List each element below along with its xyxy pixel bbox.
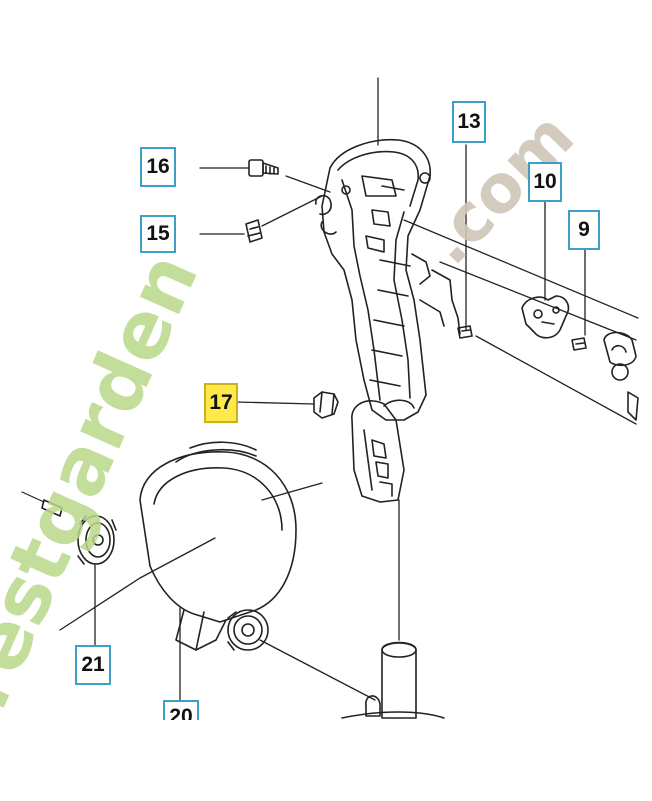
left-rod <box>41 499 63 517</box>
bottom-shaft <box>341 641 445 719</box>
part-21-knob <box>77 515 117 565</box>
callout-10-label: 10 <box>533 170 557 193</box>
callout-13: 13 <box>452 101 486 143</box>
callout-10: 10 <box>528 162 562 202</box>
part-10-lever <box>521 295 570 339</box>
callout-21: 21 <box>75 645 111 685</box>
leader-lines <box>21 77 639 701</box>
callout-16-label: 16 <box>146 155 170 178</box>
part-17-nut <box>313 391 339 419</box>
part-9-screw <box>571 337 587 351</box>
callout-9: 9 <box>568 210 600 250</box>
handle-housing <box>315 138 461 421</box>
callout-13-label: 13 <box>457 110 481 133</box>
callout-20: 20 <box>163 700 199 720</box>
callout-15-label: 15 <box>146 222 170 245</box>
callout-17-label: 17 <box>209 391 233 414</box>
callout-9-label: 9 <box>578 218 590 241</box>
callout-15: 15 <box>140 215 176 253</box>
handle-lower-grip <box>351 399 415 503</box>
part-13-screw <box>457 325 473 339</box>
part-15-clip <box>245 219 263 243</box>
part-20-loop-handle <box>139 441 297 651</box>
callout-17: 17 <box>204 383 238 423</box>
callout-21-label: 21 <box>81 653 105 676</box>
right-edge-assembly <box>603 331 639 421</box>
callout-16: 16 <box>140 147 176 187</box>
loop-knob <box>227 609 269 651</box>
part-16-screw <box>248 159 279 177</box>
callout-20-label: 20 <box>169 705 193 720</box>
